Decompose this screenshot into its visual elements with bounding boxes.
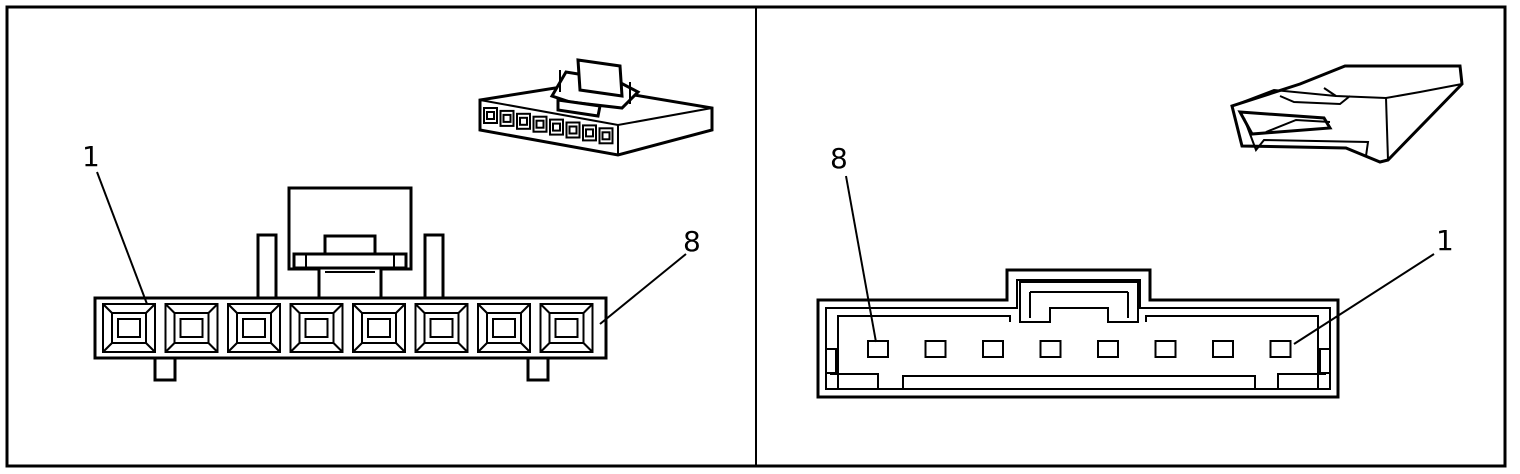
isometric-pin-cell <box>483 107 498 124</box>
left-connector-foot-left <box>153 356 177 382</box>
left-pin-cavity <box>414 303 469 353</box>
right-pin-opening <box>867 340 889 358</box>
isometric-pin-cell <box>598 127 614 145</box>
right-connector-body <box>816 268 1340 399</box>
right-callout-label-first: 8 <box>830 142 848 175</box>
left-panel: 1 8 <box>82 58 714 382</box>
left-pin-cavity <box>102 303 156 353</box>
left-callout-leader-first <box>96 171 148 305</box>
right-callout-leader-first <box>845 175 877 343</box>
left-pin-cavity <box>477 303 531 353</box>
left-connector-pin-cavities <box>102 303 594 353</box>
right-pin-opening <box>1212 340 1234 358</box>
left-pin-cavity <box>539 303 594 353</box>
right-pin-opening <box>1269 340 1292 358</box>
left-connector-post-right <box>423 233 445 300</box>
right-pin-opening <box>1154 340 1177 358</box>
isometric-pin-cell <box>565 121 581 139</box>
isometric-pin-cell <box>516 112 531 130</box>
isometric-pin-cell <box>532 115 548 133</box>
left-pin-cavity <box>164 303 219 353</box>
left-pin-cavity <box>227 303 281 353</box>
right-panel: 8 1 <box>816 64 1464 399</box>
left-connector-latch <box>287 186 413 300</box>
left-callout-label-last: 8 <box>683 225 701 258</box>
right-pin-opening <box>1039 340 1062 358</box>
left-callout-label-first: 1 <box>82 140 100 173</box>
left-pin-cavity <box>352 303 406 353</box>
left-connector-isometric-view <box>478 58 714 157</box>
left-connector-foot-right <box>526 356 550 382</box>
isometric-pin-cell <box>549 118 564 136</box>
right-pin-opening <box>982 340 1004 358</box>
left-pin-cavity <box>289 303 344 353</box>
right-connector-isometric-view <box>1230 64 1464 164</box>
right-callout-leader-last <box>1293 253 1435 345</box>
isometric-pin-cell <box>582 124 597 142</box>
right-pin-opening <box>924 340 947 358</box>
right-pin-opening <box>1097 340 1119 358</box>
left-connector-post-left <box>256 233 278 300</box>
right-connector-pin-cavities <box>867 340 1292 358</box>
left-callout-leader-last <box>599 253 687 325</box>
isometric-pin-cell <box>499 109 515 127</box>
right-callout-label-last: 1 <box>1436 224 1454 257</box>
isometric-pin-cells <box>483 107 614 145</box>
